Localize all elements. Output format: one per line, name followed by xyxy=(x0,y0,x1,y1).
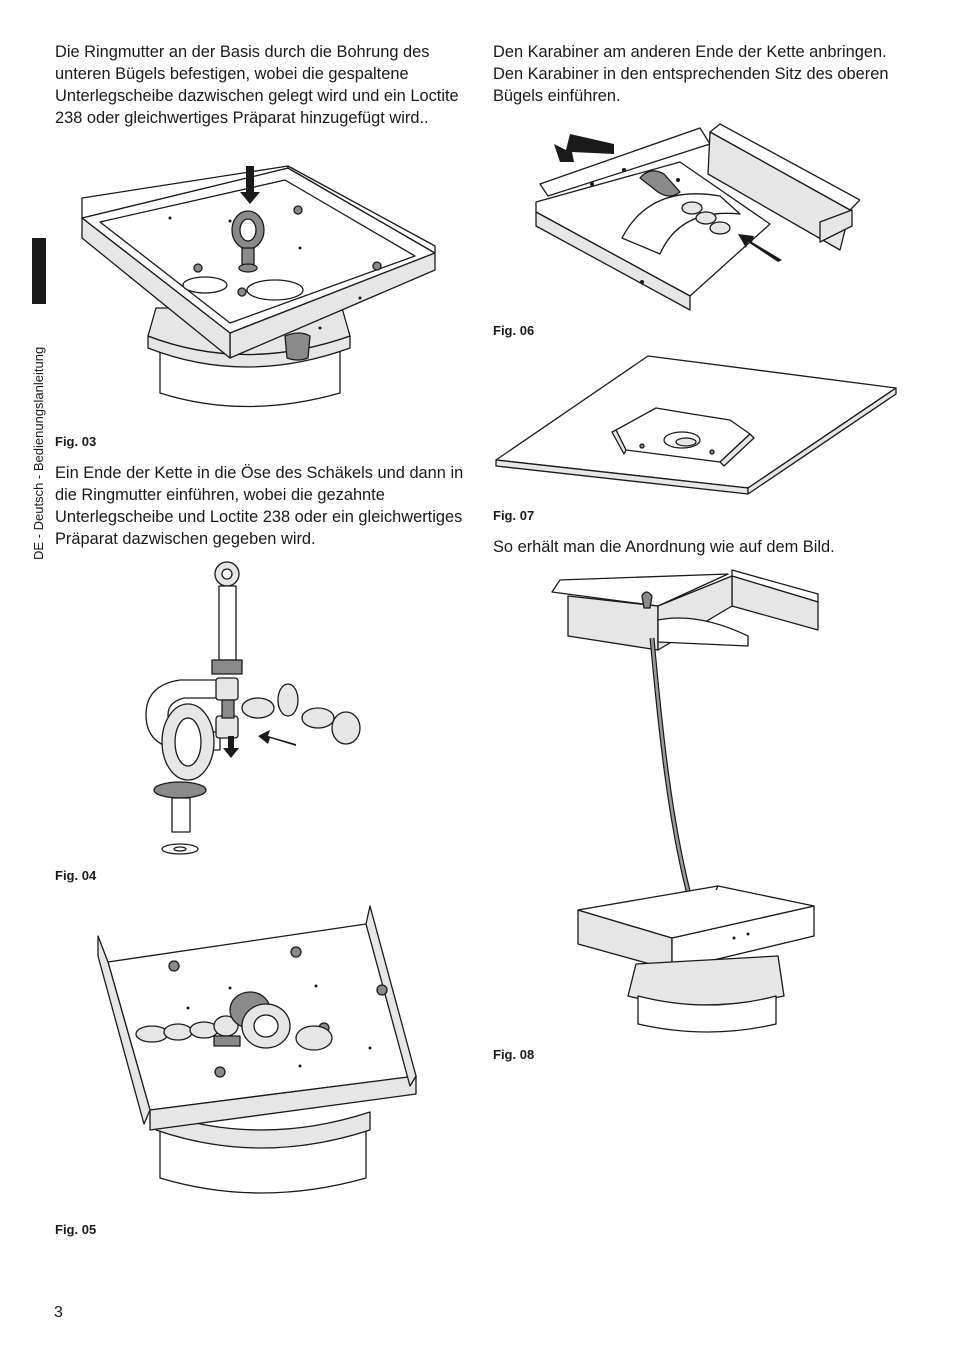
page-number: 3 xyxy=(54,1304,63,1321)
figure-05-caption: Fig. 05 xyxy=(55,1222,97,1237)
figure-06-illustration xyxy=(530,114,860,314)
figure-07-caption: Fig. 07 xyxy=(493,508,535,523)
instruction-paragraph-2: Ein Ende der Kette in die Öse des Schäke… xyxy=(55,464,464,548)
figure-08-illustration xyxy=(548,566,848,1036)
figure-04-caption: Fig. 04 xyxy=(55,868,97,883)
figure-03-illustration xyxy=(70,158,450,428)
section-tab-marker xyxy=(32,238,46,304)
figure-07-illustration xyxy=(492,350,902,500)
instruction-paragraph-4: So erhält man die Anordnung wie auf dem … xyxy=(493,538,835,556)
sidebar-language-label: DE - Deutsch - Bedienungslanleitung xyxy=(31,346,46,560)
figure-04-illustration xyxy=(140,560,380,860)
figure-08-caption: Fig. 08 xyxy=(493,1047,535,1062)
figure-03-caption: Fig. 03 xyxy=(55,434,97,449)
instruction-paragraph-1: Die Ringmutter an der Basis durch die Bo… xyxy=(55,43,459,127)
figure-05-illustration xyxy=(90,898,430,1218)
figure-06-caption: Fig. 06 xyxy=(493,323,535,338)
instruction-paragraph-3: Den Karabiner am anderen Ende der Kette … xyxy=(493,43,889,105)
